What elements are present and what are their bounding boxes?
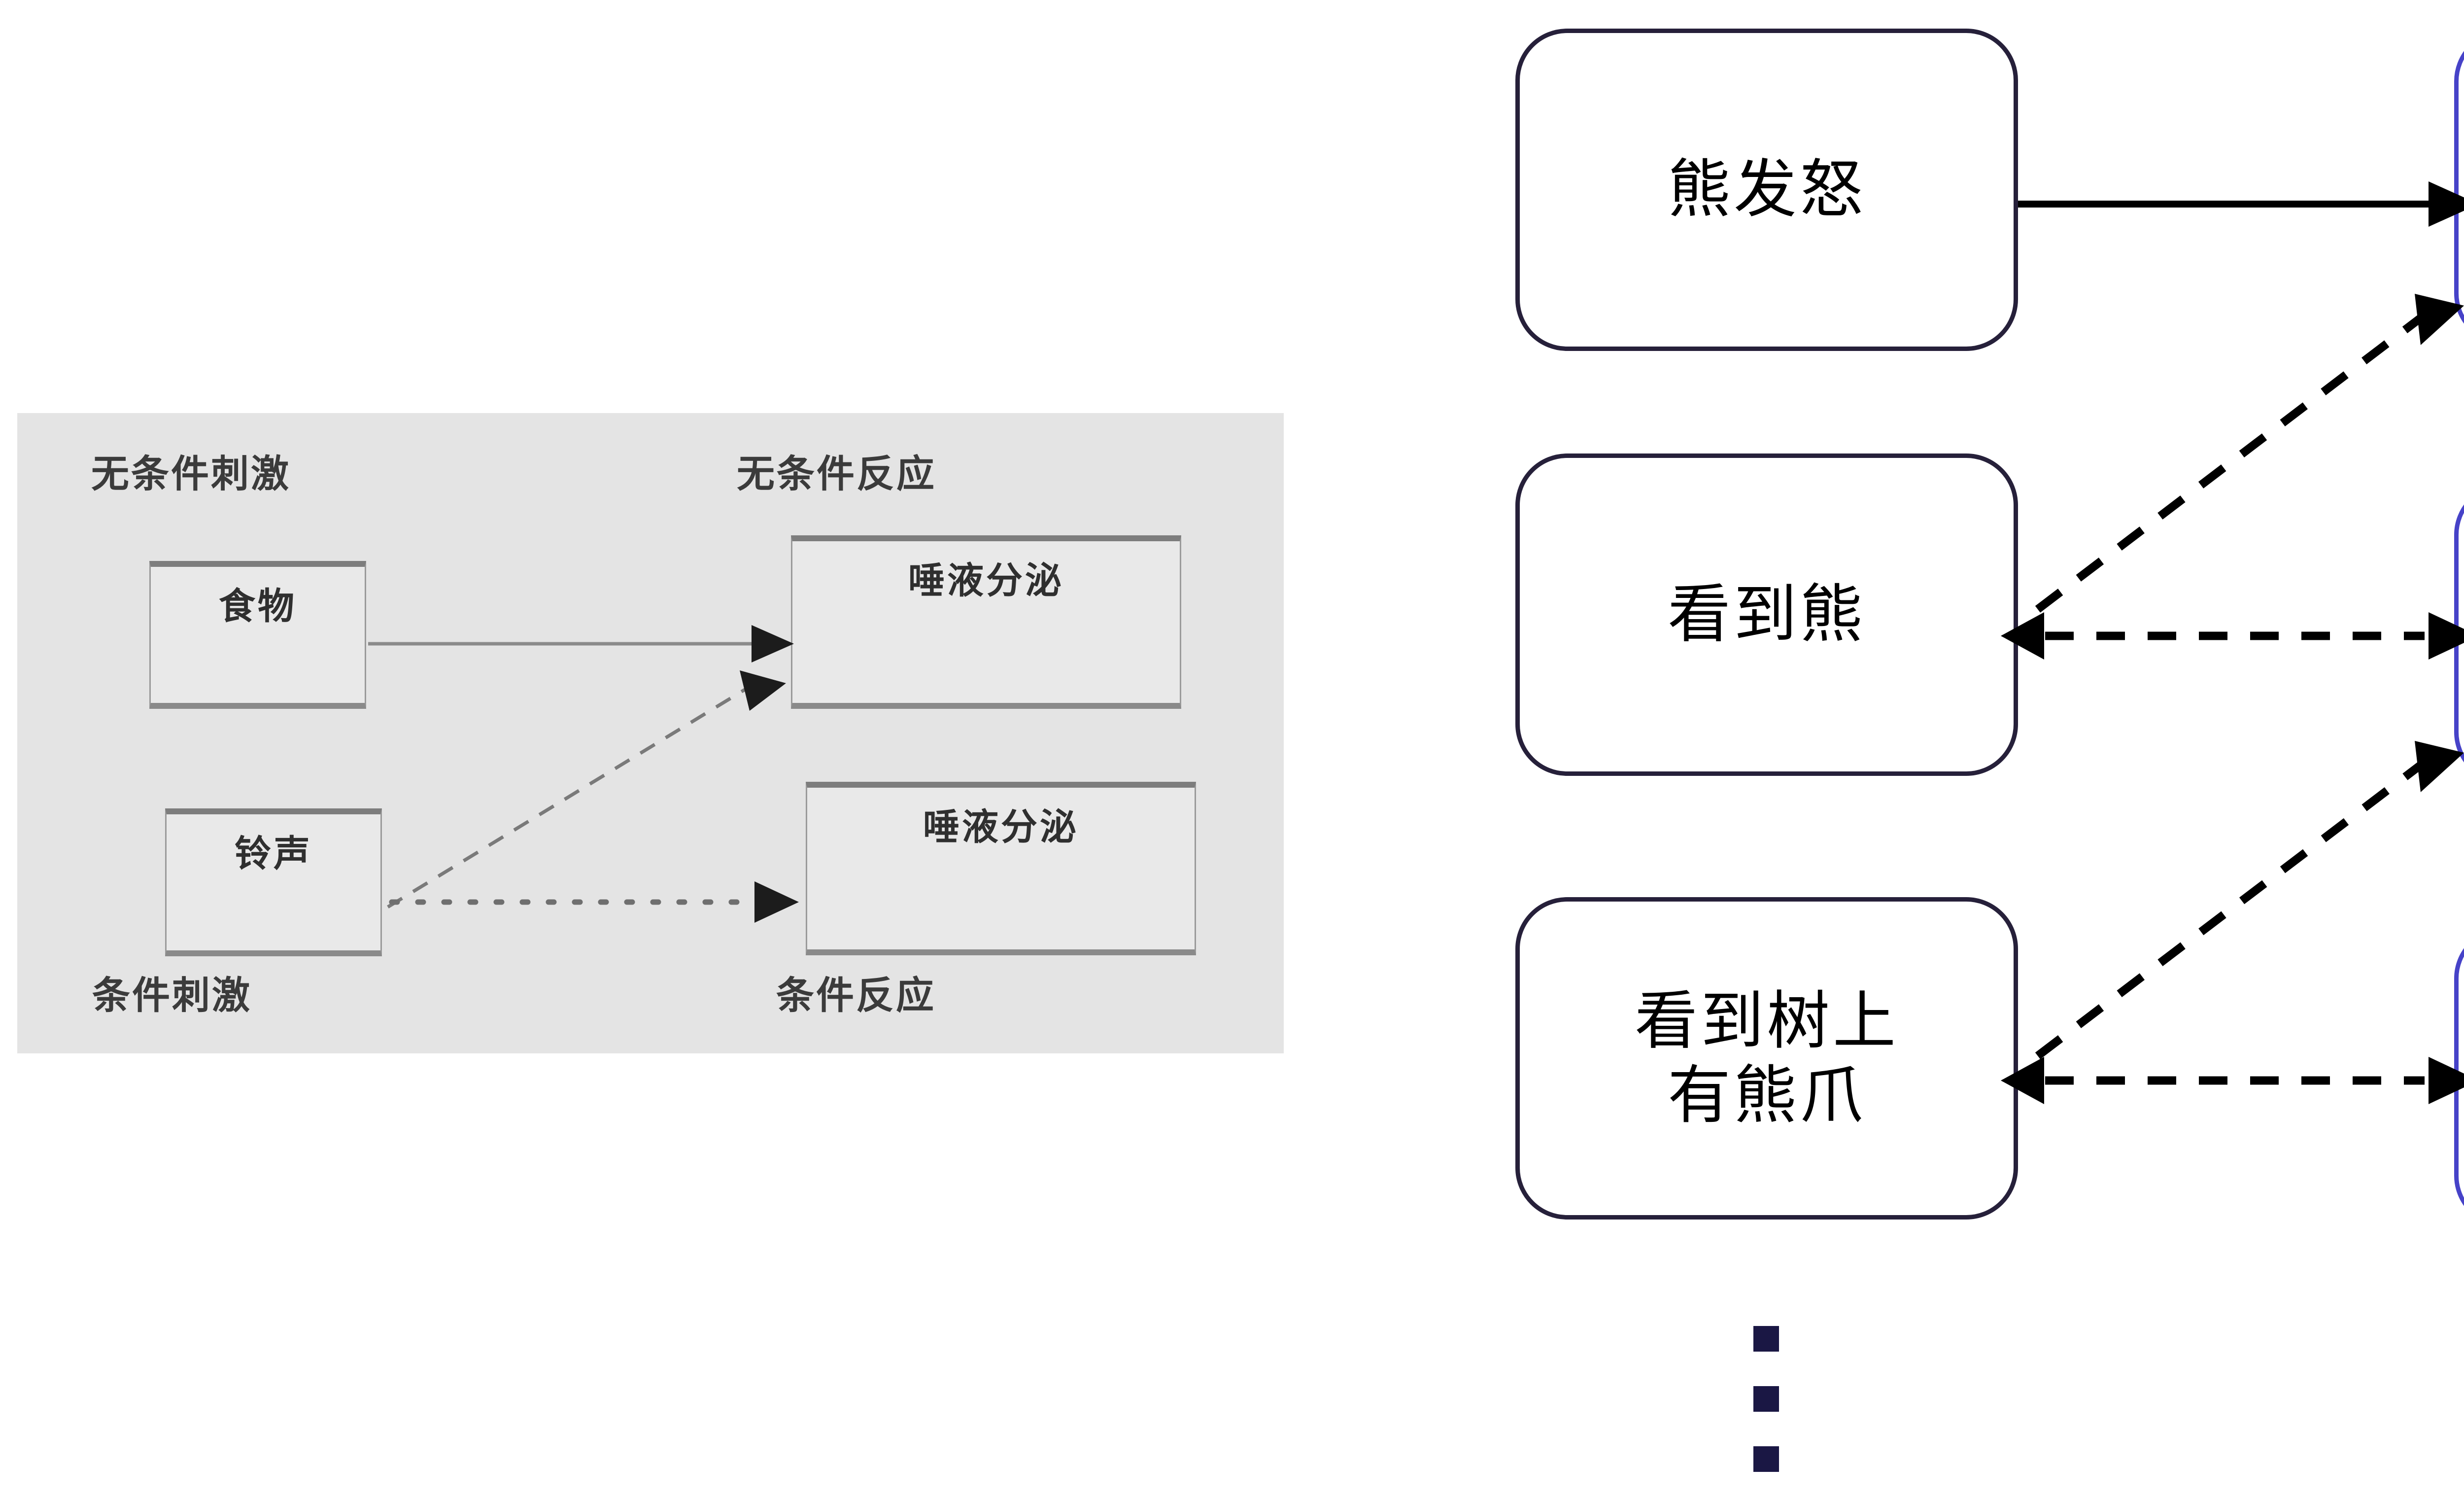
- cc-box-salivation-bottom: 唾液分泌: [806, 782, 1196, 955]
- cc-box-food-label: 食物: [219, 585, 297, 627]
- ellipsis-dot: [1753, 1326, 1779, 1352]
- td-box-see-bear-label: 看到熊: [1667, 578, 1866, 652]
- cc-box-bell: 铃声: [165, 808, 382, 956]
- cc-box-salivation-bottom-label: 唾液分泌: [923, 806, 1079, 848]
- arrow-see-bear-to-reward: [2035, 314, 2424, 613]
- td-box-reward[interactable]: 奖励: [2454, 30, 2464, 345]
- ellipsis-dot: [1753, 1386, 1779, 1412]
- cc-box-salivation-top: 唾液分泌: [791, 535, 1181, 709]
- ellipsis-dot: [1753, 1446, 1779, 1472]
- caption-unconditioned-response: 无条件反应: [737, 453, 936, 496]
- caption-conditioned-response: 条件反应: [776, 974, 936, 1018]
- td-box-see-bear[interactable]: 看到熊: [1515, 453, 2018, 776]
- td-box-value-s[interactable]: V(s): [2454, 927, 2464, 1227]
- cc-box-bell-label: 铃声: [235, 833, 312, 875]
- td-box-value-s-prime[interactable]: V(s′): [2454, 483, 2464, 784]
- vertical-ellipsis-states: [1753, 1326, 1779, 1472]
- td-box-paw-on-tree[interactable]: 看到树上 有熊爪: [1515, 897, 2018, 1220]
- caption-unconditioned-stimulus: 无条件刺激: [91, 453, 291, 496]
- td-box-bear-angry[interactable]: 熊发怒: [1515, 29, 2018, 351]
- td-box-bear-angry-label: 熊发怒: [1667, 153, 1866, 227]
- td-box-paw-on-tree-label: 看到树上 有熊爪: [1634, 984, 1899, 1132]
- cc-box-salivation-top-label: 唾液分泌: [908, 559, 1064, 602]
- caption-conditioned-stimulus: 条件刺激: [92, 974, 252, 1018]
- arrow-paw-to-vsprime: [2035, 762, 2424, 1059]
- classical-conditioning-panel: 无条件刺激 无条件反应 条件刺激 条件反应 食物 铃声 唾液分泌 唾液分泌: [17, 413, 1284, 1053]
- cc-box-food: 食物: [149, 561, 366, 709]
